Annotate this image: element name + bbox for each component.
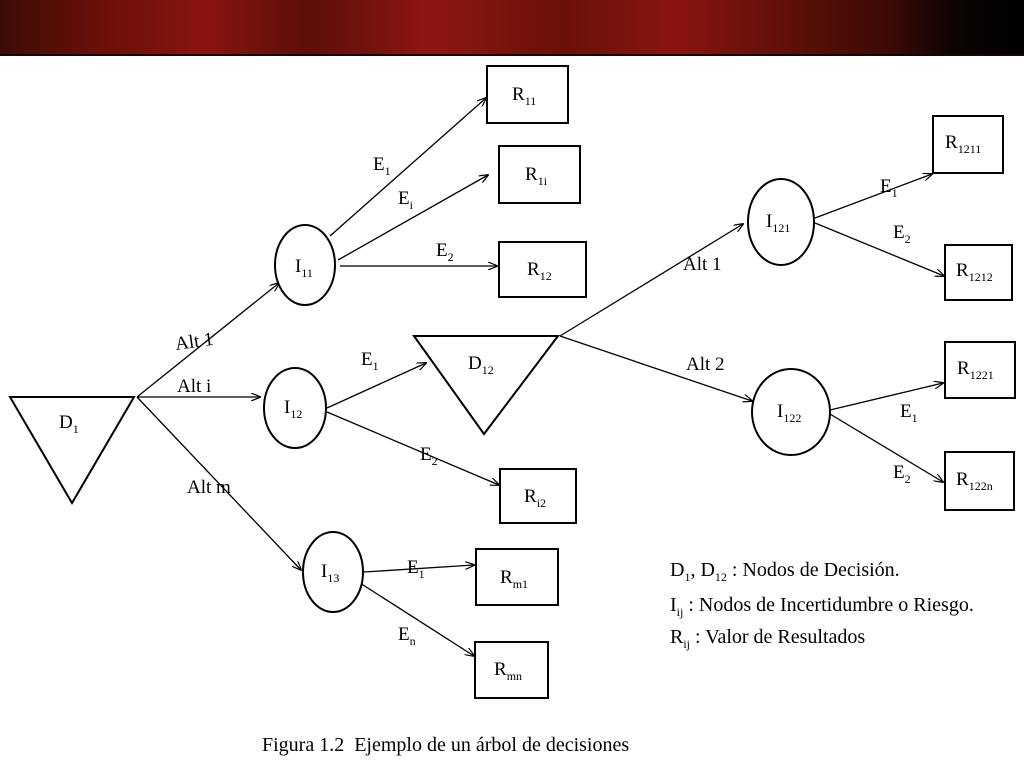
svg-text:I13: I13: [321, 561, 339, 585]
legend: D1, D12 : Nodos de Decisión. Iij : Nodos…: [670, 559, 974, 651]
edges: [136, 98, 944, 656]
top-banner: [0, 0, 1024, 54]
svg-text:I121: I121: [766, 211, 790, 235]
legend-line-uncertainty: Iij : Nodos de Incertidumbre o Riesgo.: [670, 594, 974, 619]
legend-line-results: Rij : Valor de Resultados: [670, 626, 865, 651]
edge-label-ei-r1i: Ei: [398, 188, 414, 212]
result-label-r1211: R1211: [945, 132, 981, 156]
edge-i12-ri2: [326, 411, 499, 485]
edge-label-alt1-d12: Alt 1: [683, 254, 722, 275]
result-label-r1i: R1i: [525, 164, 548, 188]
edge-i11-r1i: [337, 175, 488, 261]
result-box-r1i: [498, 145, 581, 204]
result-label-r122n: R122n: [956, 469, 993, 493]
edge-d1-i11: [136, 283, 279, 398]
decision-node-d12: D12: [412, 335, 561, 436]
result-label-r11: R11: [512, 84, 536, 108]
edge-label-e1-r11: E1: [373, 154, 391, 178]
edge-i13-rmn: [359, 582, 474, 656]
edge-label-e1-r1221: E1: [900, 401, 918, 425]
result-box-rmn: [474, 641, 549, 699]
edge-label-alt1: Alt 1: [174, 329, 215, 355]
edge-i122-r122n: [829, 413, 943, 482]
edge-d12-i121: [559, 224, 743, 337]
edge-d12-i122: [559, 335, 752, 401]
svg-text:I12: I12: [284, 397, 302, 421]
chance-node-i121: I121: [747, 178, 815, 266]
edge-labels: Alt 1 Alt i Alt m Alt 1 Alt 2 E1 Ei E2 E…: [174, 154, 918, 648]
result-box-r122n: [944, 451, 1015, 511]
edge-i13-rm1: [363, 565, 474, 573]
svg-text:I11: I11: [295, 256, 313, 280]
edge-label-e2-ri2: E2: [420, 444, 438, 468]
edge-label-e2-r12: E2: [436, 240, 454, 264]
banner-divider: [0, 54, 1024, 56]
edge-i121-r1211: [814, 174, 932, 219]
chance-node-i12: I12: [263, 367, 327, 449]
decision-node-d1: D1: [8, 396, 136, 505]
result-box-r12: [498, 241, 587, 298]
svg-text:D12: D12: [468, 353, 494, 377]
result-boxes: [474, 65, 1016, 699]
result-label-rmn: Rmn: [494, 659, 522, 683]
result-label-rm1: Rm1: [500, 567, 528, 591]
edge-label-altm: Alt m: [187, 477, 231, 498]
edge-label-e2-r1212: E2: [893, 222, 911, 246]
edge-label-e1-d12: E1: [361, 349, 379, 373]
result-box-r1221: [944, 341, 1016, 399]
edge-i12-d12: [326, 363, 426, 409]
legend-line-decision: D1, D12 : Nodos de Decisión.: [670, 559, 900, 584]
result-box-r1212: [944, 244, 1013, 301]
chance-node-i13: I13: [302, 531, 364, 613]
result-label-ri2: Ri2: [524, 486, 546, 510]
svg-text:D1: D1: [59, 412, 79, 436]
result-box-r11: [486, 65, 569, 124]
result-label-r12: R12: [527, 259, 552, 283]
chance-node-i122: I122: [751, 368, 831, 456]
figure-caption: Figura 1.2 Ejemplo de un árbol de decisi…: [262, 734, 629, 756]
edge-i121-r1212: [814, 222, 944, 276]
edge-label-alti: Alt i: [177, 376, 211, 397]
result-box-rm1: [475, 548, 559, 606]
edge-i122-r1221: [829, 383, 943, 411]
result-box-r1211: [932, 115, 1004, 174]
svg-text:I122: I122: [777, 401, 801, 425]
result-label-r1221: R1221: [957, 358, 994, 382]
edge-label-e2-r122n: E2: [893, 462, 911, 486]
result-label-r1212: R1212: [956, 260, 993, 284]
edge-label-alt2-d12: Alt 2: [686, 354, 725, 375]
edge-label-e1-rm1: E1: [407, 557, 425, 581]
edge-i11-r11: [329, 98, 486, 237]
chance-node-i11: I11: [274, 224, 336, 306]
result-labels: R11 R1i R12 Ri2 Rm1 Rmn R1211 R1212 R122…: [494, 84, 994, 683]
edge-d1-i13: [136, 396, 301, 570]
result-box-ri2: [499, 468, 577, 524]
edge-label-e1-r1211: E1: [880, 176, 898, 200]
edge-label-en-rmn: En: [398, 624, 416, 648]
